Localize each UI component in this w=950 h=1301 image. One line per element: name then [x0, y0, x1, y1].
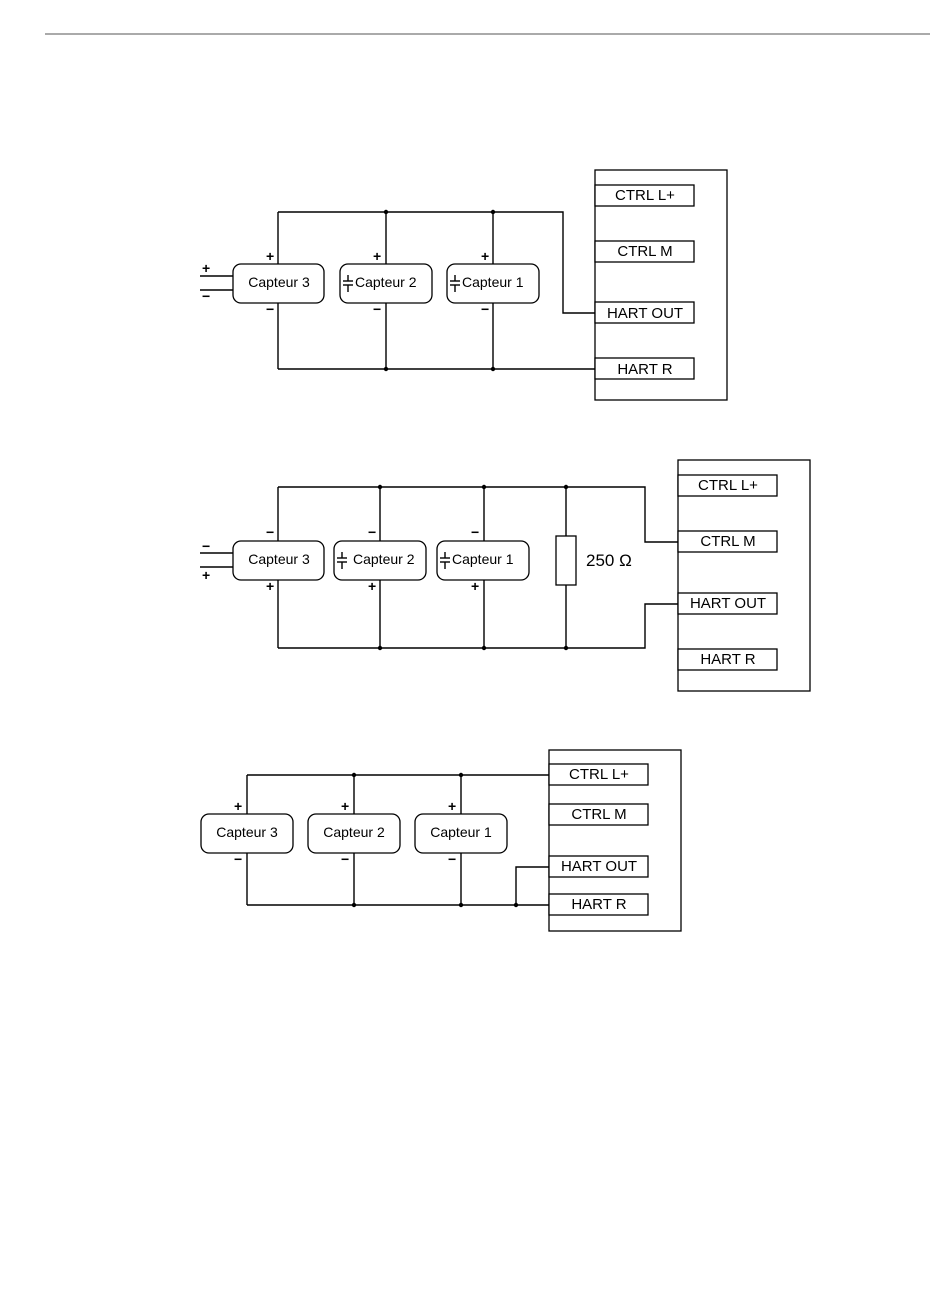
d2-sensor-2-top-sign: − [368, 524, 376, 540]
d3-sensor-2-top-sign: + [341, 798, 349, 814]
d1-junction [491, 210, 495, 214]
d1-sensor-3-label: Capteur 3 [248, 274, 310, 290]
d2-terminal-ctrl-m-label: CTRL M [700, 533, 755, 550]
d2-terminal-hart-out-label: HART OUT [690, 595, 766, 612]
d3-hart-bridge [516, 867, 549, 905]
d1-terminal-hart-r-label: HART R [617, 361, 672, 378]
d1-junction [491, 367, 495, 371]
d2-junction [564, 646, 568, 650]
d2-bottom-bus [278, 604, 679, 648]
d2-sensor-1-bottom-sign: + [471, 578, 479, 594]
d1-sensor-2-top-sign: + [373, 248, 381, 264]
d2-sensor-1-label: Capteur 1 [452, 551, 514, 567]
d1-sensor-1-top-sign: + [481, 248, 489, 264]
d3-sensor-1-label: Capteur 1 [430, 824, 492, 840]
d2-terminal-hart-r-label: HART R [700, 651, 755, 668]
d2-junction [378, 485, 382, 489]
d2-sensor-3-label: Capteur 3 [248, 551, 310, 567]
d2-junction [482, 485, 486, 489]
d1-sensor-1-label: Capteur 1 [462, 274, 524, 290]
d3-junction [459, 903, 463, 907]
diagram-3: Capteur 3 + − Capteur 2 + − Capteur 1 + … [201, 750, 681, 931]
d3-sensor-2-label: Capteur 2 [323, 824, 385, 840]
d2-sensor-3-bottom-sign: + [266, 578, 274, 594]
d3-sensor-1-top-sign: + [448, 798, 456, 814]
diagram-2: − + Capteur 3 − + Capteur 2 − + Capteur … [200, 460, 810, 691]
d3-sensor-3-label: Capteur 3 [216, 824, 278, 840]
d2-sensor-2-bottom-sign: + [368, 578, 376, 594]
d3-junction [352, 773, 356, 777]
d3-terminal-ctrl-l-plus-label: CTRL L+ [569, 766, 629, 783]
d1-sensor-1-bottom-sign: − [481, 301, 489, 317]
d1-supply-lower-sign: − [202, 288, 210, 304]
d3-sensor-2-bottom-sign: − [341, 851, 349, 867]
d1-terminal-ctrl-l-plus-label: CTRL L+ [615, 187, 675, 204]
d3-sensor-3-bottom-sign: − [234, 851, 242, 867]
d3-terminal-ctrl-m-label: CTRL M [571, 806, 626, 823]
d1-sensor-3-bottom-sign: − [266, 301, 274, 317]
d2-sensor-3-top-sign: − [266, 524, 274, 540]
d2-junction [378, 646, 382, 650]
d2-sensor-2-label: Capteur 2 [353, 551, 415, 567]
diagram-1: + − Capteur 3 + − Capteur 2 + − Capteur … [200, 170, 727, 400]
d2-resistor [556, 536, 576, 585]
d1-junction [384, 210, 388, 214]
d3-terminal-hart-out-label: HART OUT [561, 858, 637, 875]
d1-terminal-hart-out-label: HART OUT [607, 305, 683, 322]
d2-junction [564, 485, 568, 489]
d3-terminal-hart-r-label: HART R [571, 896, 626, 913]
d1-terminal-ctrl-m-label: CTRL M [617, 243, 672, 260]
d1-sensor-2-label: Capteur 2 [355, 274, 417, 290]
d3-junction [459, 773, 463, 777]
d3-junction [514, 903, 518, 907]
d2-junction [482, 646, 486, 650]
d1-top-bus [278, 212, 596, 313]
d1-junction [384, 367, 388, 371]
d2-resistor-label: 250 Ω [586, 551, 632, 570]
d1-sensor-3-top-sign: + [266, 248, 274, 264]
d3-sensor-3-top-sign: + [234, 798, 242, 814]
d3-junction [352, 903, 356, 907]
d2-terminal-ctrl-l-plus-label: CTRL L+ [698, 477, 758, 494]
d3-sensor-1-bottom-sign: − [448, 851, 456, 867]
d2-supply-upper-sign: − [202, 538, 210, 554]
d1-sensor-2-bottom-sign: − [373, 301, 381, 317]
d1-supply-upper-sign: + [202, 260, 210, 276]
d2-supply-lower-sign: + [202, 567, 210, 583]
d2-sensor-1-top-sign: − [471, 524, 479, 540]
